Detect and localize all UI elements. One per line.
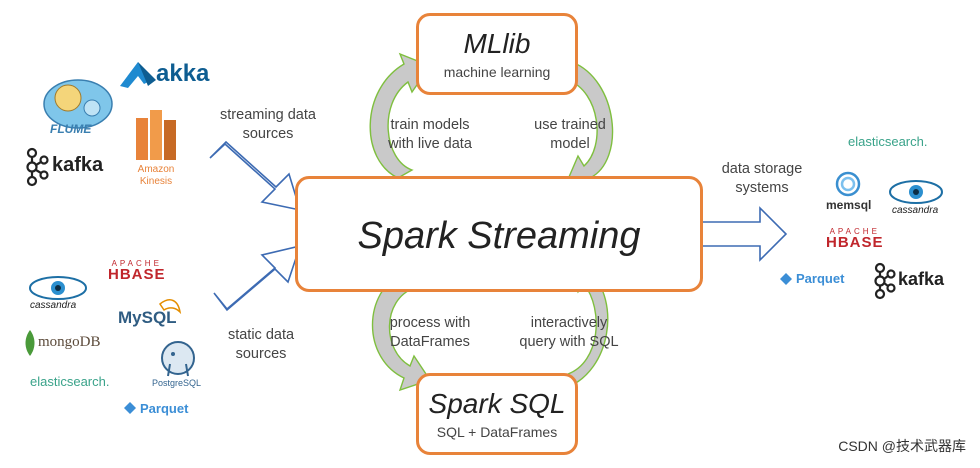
streaming-sources-line2: sources xyxy=(242,126,294,142)
spark-sql-subtitle: SQL + DataFrames xyxy=(436,424,558,440)
query-line1: interactively xyxy=(530,315,608,331)
process-line2: DataFrames xyxy=(390,334,470,350)
elasticsearch-logo-text: elasticsearch. xyxy=(30,374,110,389)
storage-line2: systems xyxy=(735,180,789,196)
mongodb-logo-text: mongoDB xyxy=(38,334,101,350)
akka-icon xyxy=(120,62,156,88)
train-line2: with live data xyxy=(388,136,472,152)
kafka-icon xyxy=(26,147,49,187)
query-line2: query with SQL xyxy=(519,334,619,350)
spark-streaming-box: Spark Streaming xyxy=(295,176,703,292)
storage-cassandra-logo-text: cassandra xyxy=(892,205,939,216)
storage-hbase-apache-text: APACHE xyxy=(829,227,880,236)
mysql-dolphin-icon xyxy=(158,299,182,315)
static-sources-line2: sources xyxy=(235,346,287,362)
mllib-title: MLlib xyxy=(463,28,531,59)
kinesis-line2: Kinesis xyxy=(139,176,173,187)
storage-parquet-logo-text: Parquet xyxy=(796,271,845,286)
process-dataframes-curved-arrow xyxy=(371,271,432,392)
query-label: interactively query with SQL xyxy=(510,314,628,352)
amazon-kinesis-icon xyxy=(136,110,176,160)
kafka-logo-text: kafka xyxy=(52,154,104,176)
parquet-logo-text: Parquet xyxy=(140,401,189,416)
postgresql-icon xyxy=(161,341,195,377)
storage-hbase-text: HBASE xyxy=(826,234,884,251)
spark-sql-title: Spark SQL xyxy=(428,388,566,419)
process-line1: process with xyxy=(389,315,471,331)
spark-sql-box: Spark SQL SQL + DataFrames xyxy=(416,373,578,455)
mysql-logo-text: MySQL xyxy=(118,308,177,327)
mllib-box: MLlib machine learning xyxy=(416,13,578,95)
mllib-subtitle: machine learning xyxy=(443,64,551,80)
storage-memsql-logo-text: memsql xyxy=(826,198,872,212)
static-sources-line1: static data xyxy=(227,327,295,343)
use-trained-line1: use trained xyxy=(534,117,606,133)
streaming-sources-arrow xyxy=(209,140,302,212)
train-line1: train models xyxy=(390,117,470,133)
storage-elasticsearch-logo-text: elasticsearch. xyxy=(848,134,928,149)
cassandra-icon xyxy=(29,276,87,300)
storage-line1: data storage xyxy=(721,161,803,177)
kinesis-logo-text: Amazon Kinesis xyxy=(126,164,186,188)
static-sources-label: static data sources xyxy=(206,326,316,364)
static-sources-arrow xyxy=(213,244,302,312)
hbase-logo: APACHE HBASE xyxy=(108,258,166,283)
flume-logo-text: FLUME xyxy=(50,122,92,136)
storage-parquet-icon xyxy=(780,273,792,285)
csdn-watermark: CSDN @技术武器库 xyxy=(838,438,966,454)
storage-kafka-logo-text: kafka xyxy=(898,269,945,289)
train-models-label: train models with live data xyxy=(374,116,486,154)
hbase-text: HBASE xyxy=(108,266,166,283)
storage-kafka-icon xyxy=(874,262,896,300)
use-trained-label: use trained model xyxy=(522,116,618,154)
akka-logo-text: akka xyxy=(156,60,210,87)
hbase-apache-text: APACHE xyxy=(111,259,162,268)
streaming-sources-label: streaming data sources xyxy=(208,106,328,144)
parquet-icon xyxy=(124,402,136,414)
storage-label: data storage systems xyxy=(706,160,818,198)
storage-hbase-logo: APACHE HBASE xyxy=(826,226,884,251)
postgresql-logo-text: PostgreSQL xyxy=(152,378,202,388)
memsql-icon xyxy=(835,171,861,197)
flume-icon xyxy=(43,79,113,129)
storage-cassandra-icon xyxy=(889,180,943,204)
spark-streaming-title: Spark Streaming xyxy=(357,215,641,257)
kinesis-line1: Amazon xyxy=(137,164,175,175)
mongodb-leaf-icon xyxy=(25,330,35,356)
streaming-sources-line1: streaming data xyxy=(220,107,316,123)
cassandra-logo-text: cassandra xyxy=(30,300,77,311)
process-label: process with DataFrames xyxy=(376,314,484,352)
use-trained-line2: model xyxy=(550,136,590,152)
